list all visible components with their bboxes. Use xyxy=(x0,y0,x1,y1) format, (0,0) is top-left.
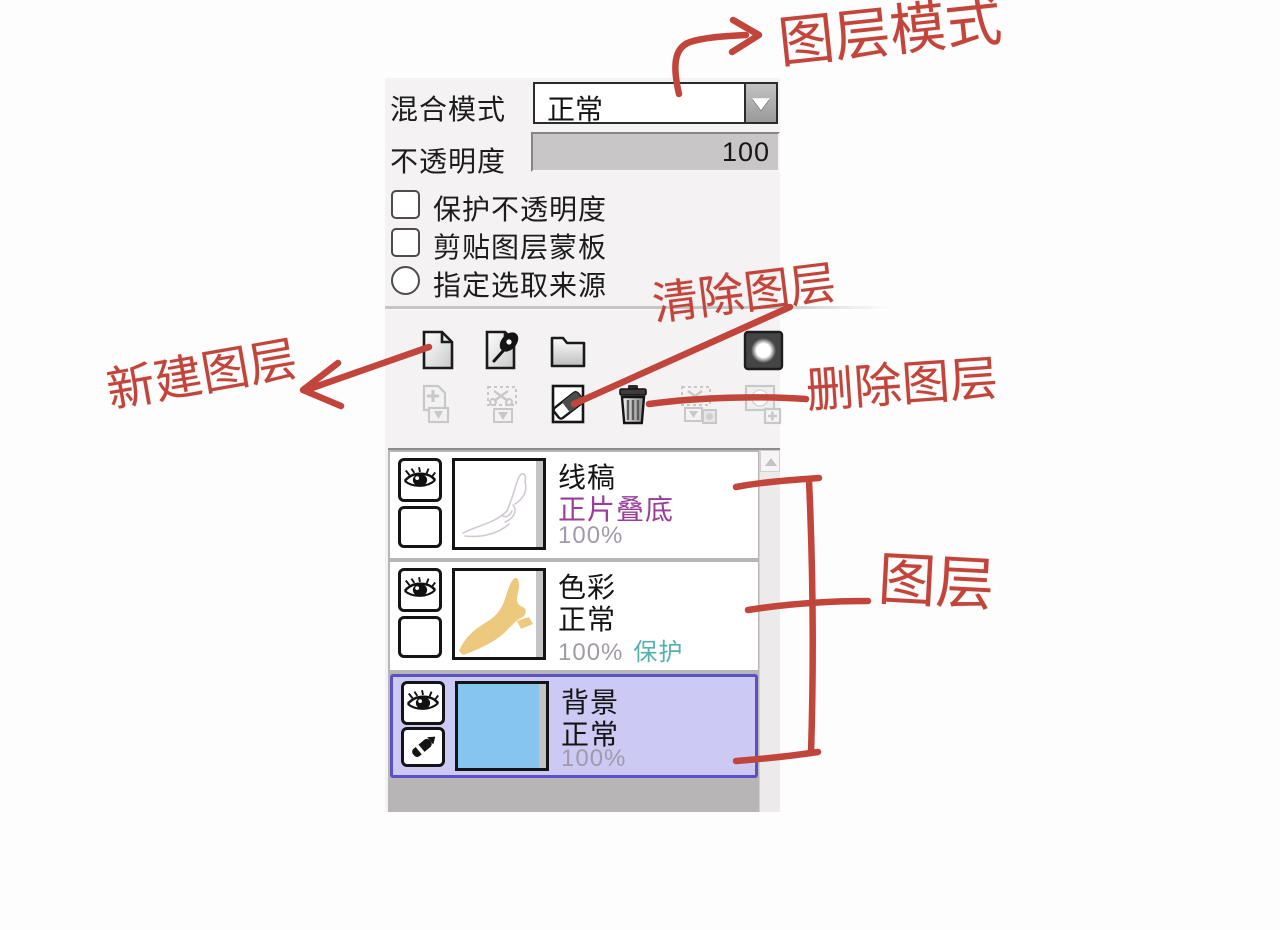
visibility-toggle[interactable] xyxy=(398,458,442,502)
add-mask-icon xyxy=(744,384,782,425)
annotation-layer-mode: 图层模式 xyxy=(775,0,1005,75)
layer-name: 色彩 xyxy=(558,572,617,603)
color-thumbnail-image xyxy=(459,577,533,655)
layer-row-lineart[interactable]: 线稿 正片叠底 100% xyxy=(390,452,758,558)
background-thumbnail-image xyxy=(458,684,546,768)
opacity-value: 100 xyxy=(721,137,770,167)
selection-source-label: 指定选取来源 xyxy=(433,270,608,301)
blend-mode-value: 正常 xyxy=(547,94,604,125)
layer-blend-mode: 正常 xyxy=(561,719,620,750)
new-folder-icon xyxy=(550,336,586,368)
layer-mask-icon xyxy=(743,330,784,371)
new-folder-button[interactable] xyxy=(545,327,591,373)
clipping-mask-label: 剪贴图层蒙板 xyxy=(433,232,608,263)
triangle-up-icon xyxy=(765,458,777,466)
layer-list: 线稿 正片叠底 100% 色彩 正常 100%保护 xyxy=(388,448,780,812)
arrowhead-right xyxy=(728,16,763,56)
layer-opacity: 100% xyxy=(561,745,627,772)
annotation-delete-layer: 删除图层 xyxy=(804,352,1000,419)
layer-mask-button[interactable] xyxy=(740,327,786,373)
delete-layer-button[interactable] xyxy=(610,381,656,427)
clear-layer-button[interactable] xyxy=(545,381,591,427)
thumbnail-edge xyxy=(539,684,546,768)
layer-thumbnail[interactable] xyxy=(452,458,546,550)
transfer-down-button xyxy=(415,381,461,427)
protect-opacity-label: 保护不透明度 xyxy=(433,194,608,225)
layer-row-color[interactable]: 色彩 正常 100%保护 xyxy=(390,562,758,670)
opacity-label: 不透明度 xyxy=(390,146,507,177)
annotation-new-layer: 新建图层 xyxy=(102,332,302,419)
clipping-mask-checkbox[interactable] xyxy=(391,228,420,257)
layer-name: 线稿 xyxy=(558,462,617,493)
new-layer-button[interactable] xyxy=(415,327,461,373)
merge-visible-button xyxy=(675,381,721,427)
sketch-thumbnail-image xyxy=(462,473,527,538)
layer-blend-mode: 正片叠底 xyxy=(558,494,675,525)
merge-down-icon xyxy=(487,386,517,423)
layer-thumbnail[interactable] xyxy=(452,568,546,660)
new-pen-layer-icon xyxy=(485,330,519,370)
thumbnail-edge xyxy=(536,571,543,657)
merge-down-button xyxy=(480,381,526,427)
visibility-toggle[interactable] xyxy=(401,681,445,725)
transfer-down-icon xyxy=(422,384,450,424)
layer-thumbnail[interactable] xyxy=(455,681,549,771)
layer-row-background[interactable]: 背景 正常 100% xyxy=(390,674,758,778)
protect-badge: 保护 xyxy=(633,639,684,666)
opacity-slider[interactable]: 100 xyxy=(531,132,780,172)
protect-opacity-checkbox[interactable] xyxy=(391,190,420,219)
selection-source-radio[interactable] xyxy=(391,266,420,295)
new-pen-layer-button[interactable] xyxy=(480,327,526,373)
edit-target-toggle[interactable] xyxy=(398,506,442,548)
add-mask-button xyxy=(740,381,786,427)
blend-mode-label: 混合模式 xyxy=(390,94,507,125)
chevron-down-icon xyxy=(752,98,770,111)
eye-icon xyxy=(406,689,440,710)
layer-blend-mode: 正常 xyxy=(558,604,617,635)
clear-layer-icon xyxy=(551,384,585,424)
scrollbar-up-button[interactable] xyxy=(760,450,780,472)
dropdown-arrow-button[interactable] xyxy=(744,84,776,122)
layer-opacity: 100% xyxy=(558,522,624,549)
merge-visible-icon xyxy=(681,386,717,424)
scrollbar[interactable] xyxy=(759,450,780,812)
annotation-layers: 图层 xyxy=(876,547,996,618)
eye-icon xyxy=(403,576,437,597)
new-layer-icon xyxy=(422,330,454,370)
layer-opacity: 100%保护 xyxy=(558,639,684,666)
trash-icon xyxy=(619,385,647,425)
layer-name: 背景 xyxy=(561,687,620,718)
edit-target-toggle[interactable] xyxy=(398,616,442,658)
thumbnail-edge xyxy=(536,461,543,547)
bracket-vertical xyxy=(805,476,816,757)
visibility-toggle[interactable] xyxy=(398,568,442,612)
eye-icon xyxy=(403,466,437,487)
arrowhead-left xyxy=(299,359,345,410)
blend-mode-dropdown[interactable]: 正常 xyxy=(533,82,778,125)
pencil-icon xyxy=(412,736,436,757)
edit-target-toggle[interactable] xyxy=(401,727,445,767)
